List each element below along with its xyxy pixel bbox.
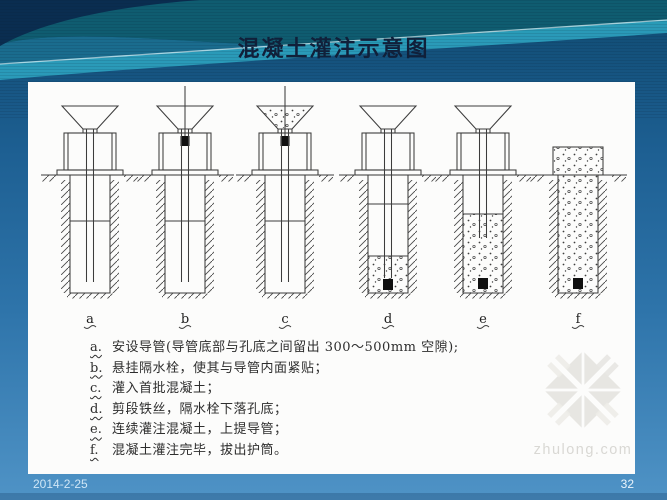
note-text: 安设导管(导管底部与孔底之间留出 300～500mm 空隙); <box>112 340 459 355</box>
note-text: 混凝土灌注完毕，拔出护筒。 <box>112 442 288 458</box>
ground-surface <box>236 174 334 182</box>
stage-a-drawing: a <box>41 105 139 329</box>
water-plug <box>280 136 290 146</box>
dropped-water-plug <box>383 279 393 290</box>
note-line-d: d. 剪段铁丝，隔水栓下落孔底； <box>90 400 530 421</box>
dropped-water-plug <box>478 278 488 289</box>
note-key: c. <box>90 381 102 397</box>
note-key: d. <box>90 401 103 417</box>
stage-label: f <box>576 312 582 327</box>
above-ground-concrete-block <box>552 146 604 176</box>
note-key: e. <box>90 422 102 438</box>
stage-f-drawing: f <box>529 146 627 329</box>
note-text: 灌入首批混凝土； <box>112 381 221 397</box>
note-line-b: b. 悬挂隔水栓，使其与导管内面紧贴； <box>90 359 530 380</box>
support-frame <box>456 129 510 171</box>
ground-surface <box>136 174 234 182</box>
stage-b-drawing: b <box>136 86 234 329</box>
stage-d-drawing: d <box>339 105 437 329</box>
note-line-a: a. 安设导管(导管底部与孔底之间留出 300～500mm 空隙); <box>90 338 530 359</box>
tremie-pipe <box>85 129 95 282</box>
ground-surface <box>529 174 627 182</box>
stage-c-drawing: c <box>236 86 334 329</box>
note-key: f. <box>90 442 99 458</box>
stage-label: b <box>181 312 189 327</box>
slide-date: 2014-2-25 <box>33 477 88 491</box>
support-frame <box>361 129 415 171</box>
raised-tremie-pipe <box>478 129 488 238</box>
funnel-hopper <box>358 105 418 130</box>
funnel-hopper <box>453 105 513 130</box>
stage-label: a <box>86 312 94 327</box>
note-key: b. <box>90 360 103 376</box>
borehole <box>156 175 214 299</box>
note-text: 剪段铁丝，隔水栓下落孔底； <box>112 401 288 417</box>
concrete-in-funnel <box>258 107 312 128</box>
page-number: 32 <box>620 477 634 491</box>
completed-concrete-pile <box>549 175 607 299</box>
ground-surface <box>434 174 532 182</box>
content-panel: zhulong.com <box>28 82 635 474</box>
casing-collar-plate <box>251 169 319 176</box>
tremie-pipe <box>383 129 393 278</box>
borehole <box>256 175 314 299</box>
note-line-e: e. 连续灌注混凝土，上提导管； <box>90 420 530 441</box>
note-line-c: c. 灌入首批混凝土； <box>90 379 530 400</box>
stage-e-drawing: e <box>434 105 532 329</box>
borehole <box>61 175 119 299</box>
support-frame <box>63 129 117 171</box>
stage-label: c <box>281 312 288 327</box>
note-line-f: f. 混凝土灌注完毕，拔出护筒。 <box>90 441 530 462</box>
stage-label: e <box>479 312 487 327</box>
stage-label: d <box>384 312 392 327</box>
casing-collar-plate <box>354 169 422 176</box>
ground-surface <box>41 174 139 182</box>
casing-collar-plate <box>56 169 124 176</box>
watermark: zhulong.com <box>533 344 633 458</box>
dropped-water-plug <box>573 278 583 289</box>
note-text: 悬挂隔水栓，使其与导管内面紧贴； <box>112 360 329 376</box>
casing-collar-plate <box>151 169 219 176</box>
funnel-hopper <box>60 105 120 130</box>
ground-surface <box>339 174 437 182</box>
water-plug <box>180 136 190 146</box>
zhulong-pinwheel-logo-icon <box>540 347 626 433</box>
slide-title: 混凝土灌注示意图 <box>237 36 430 62</box>
tremie-pipe <box>280 129 290 282</box>
note-text: 连续灌注混凝土，上提导管； <box>112 422 288 438</box>
step-notes: a. 安设导管(导管底部与孔底之间留出 300～500mm 空隙); b. 悬挂隔水… <box>90 338 530 462</box>
tremie-pipe <box>180 129 190 282</box>
concrete-pouring-stages-diagram: a <box>41 86 627 329</box>
watermark-text: zhulong.com <box>533 442 633 458</box>
note-key: a. <box>90 340 102 355</box>
background-wave-decoration <box>0 0 667 80</box>
casing-collar-plate <box>449 169 517 176</box>
